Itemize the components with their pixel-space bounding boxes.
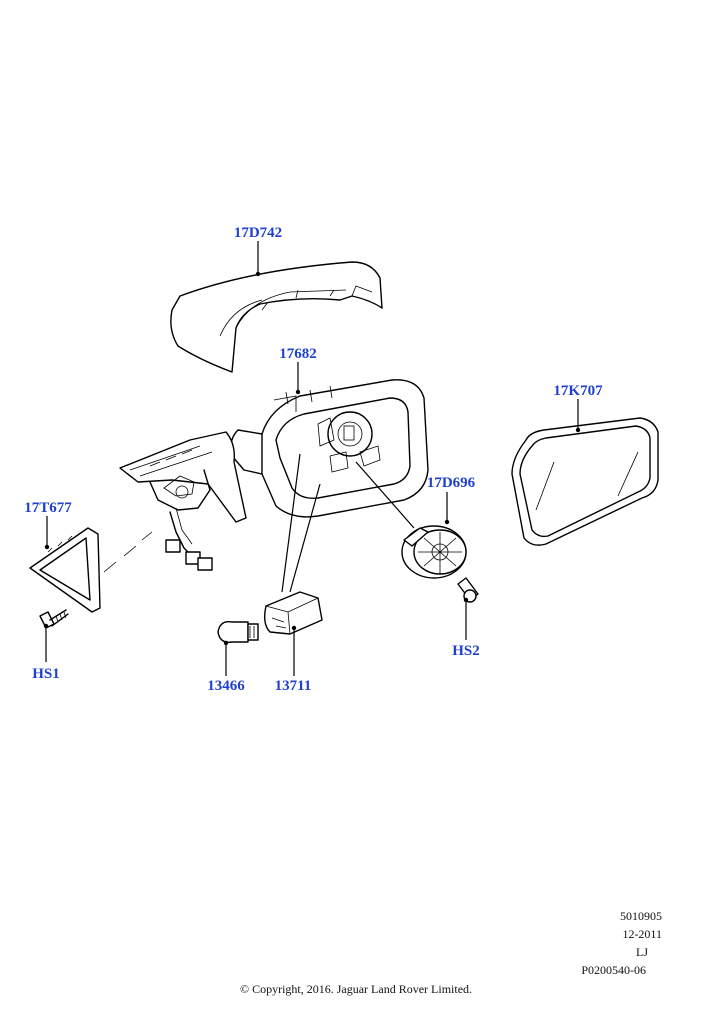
housing-to-motor-line [355, 461, 415, 529]
part-label-HS1[interactable]: HS1 [32, 666, 60, 682]
date-code: 12-2011 [622, 927, 662, 941]
part-label-17T677[interactable]: 17T677 [24, 500, 72, 516]
initials: LJ [636, 945, 648, 959]
ref-number: 5010905 [620, 909, 662, 923]
screw-hs2-drawing [457, 577, 479, 603]
part-label-HS2[interactable]: HS2 [452, 643, 480, 659]
gasket-seal-drawing [29, 527, 101, 613]
housing-to-lamp-lines [281, 453, 321, 593]
part-label-17D696[interactable]: 17D696 [427, 475, 476, 491]
lamp-unit-drawing [263, 591, 323, 635]
screw-hs1-drawing [39, 609, 69, 629]
part-label-17D742[interactable]: 17D742 [234, 225, 282, 241]
mirror-base-bracket-drawing [119, 431, 247, 571]
copyright-notice: © Copyright, 2016. Jaguar Land Rover Lim… [239, 982, 473, 996]
mirror-cover-cap-drawing [170, 261, 383, 373]
illustration-id: P0200540-06 [581, 963, 646, 977]
bulb-drawing [217, 621, 259, 643]
part-label-13711[interactable]: 13711 [275, 678, 312, 694]
mirror-motor-drawing [401, 525, 467, 579]
part-label-17K707[interactable]: 17K707 [553, 383, 603, 399]
mirror-glass-drawing [511, 417, 659, 546]
part-label-13466[interactable]: 13466 [207, 678, 245, 694]
part-label-17682[interactable]: 17682 [279, 346, 317, 362]
mirror-housing-drawing [230, 379, 429, 518]
